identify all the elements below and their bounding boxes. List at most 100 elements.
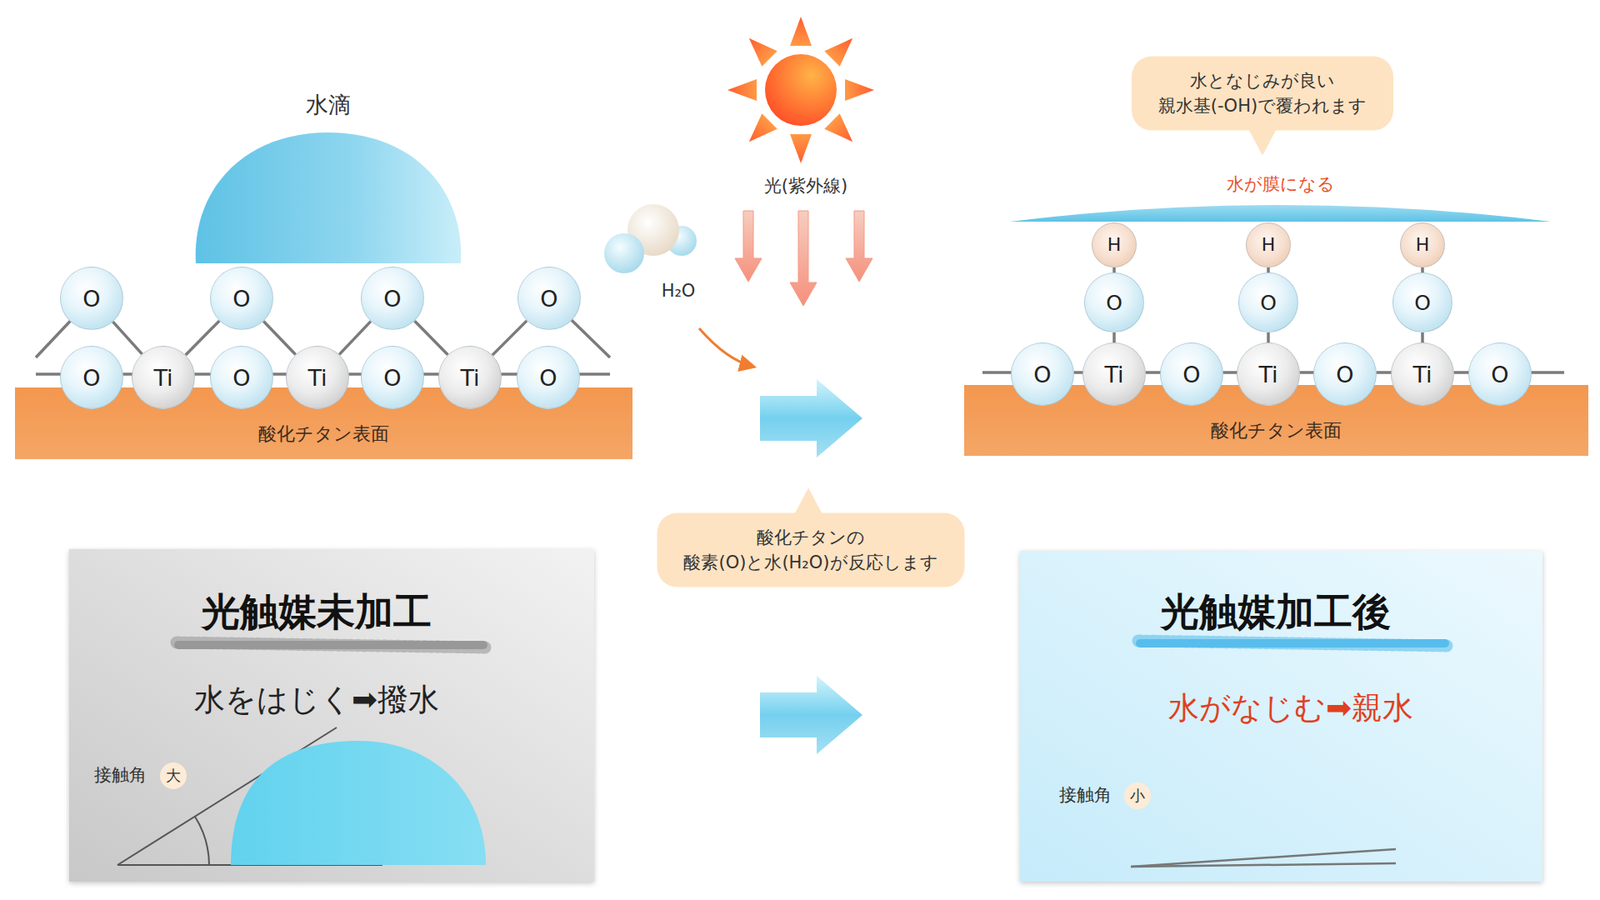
- bond-line: [1112, 332, 1116, 343]
- atom-symbol: O: [82, 287, 100, 310]
- panel-text: 接触角: [94, 764, 147, 787]
- panel-water-drop: [230, 740, 486, 865]
- atom-symbol: O: [383, 366, 401, 390]
- atom-symbol: O: [1105, 292, 1123, 314]
- drop-label: 水滴: [195, 90, 461, 120]
- sun-ray: [741, 113, 778, 150]
- water-drop-shape: [195, 132, 462, 264]
- atom-symbol: Ti: [1104, 363, 1124, 386]
- tangent-line: [1130, 849, 1396, 867]
- title-underline: [1138, 640, 1447, 646]
- atom-circle: O: [360, 266, 425, 330]
- bond-line: [415, 320, 449, 355]
- atom-symbol: O: [1033, 363, 1051, 386]
- atom-circle: H: [1400, 222, 1445, 268]
- atom-symbol: O: [232, 366, 250, 390]
- sun-ray: [790, 16, 812, 46]
- atom-symbol: H: [1415, 235, 1430, 255]
- atom-circle: Ti: [1236, 342, 1300, 406]
- atom-circle: Ti: [285, 345, 350, 410]
- uv-arrows: [735, 210, 873, 306]
- atom-circle: Ti: [438, 345, 502, 410]
- atom-symbol: O: [1182, 363, 1200, 386]
- hydrogen-sphere: [604, 233, 645, 274]
- callout-text: 酸化チタンの 酸素(O)と水(H₂O)が反応します: [682, 525, 940, 576]
- sun-ray: [741, 30, 778, 67]
- sun-ray: [790, 134, 812, 164]
- atom-circle: O: [517, 266, 581, 330]
- panel-text: 水をはじく➡撥水: [194, 680, 440, 720]
- atom-circle: O: [1313, 342, 1377, 406]
- atom-symbol: O: [539, 366, 557, 390]
- bond-line: [113, 321, 143, 355]
- atom-symbol: O: [1335, 363, 1354, 386]
- water-molecule: [604, 204, 697, 274]
- uv-arrow: [735, 210, 762, 282]
- title-underline: [176, 640, 1447, 648]
- bond-line: [1420, 332, 1425, 343]
- atom-symbol: Ti: [153, 366, 173, 390]
- surface-label: 酸化チタン表面: [1210, 419, 1342, 444]
- panel-text: 接触角: [1059, 784, 1112, 807]
- surface-label: 酸化チタン表面: [258, 422, 390, 447]
- bond-line: [185, 320, 220, 355]
- atom-symbol: O: [1260, 292, 1277, 314]
- bond-line: [492, 320, 527, 355]
- atom-circle: Ti: [1082, 342, 1146, 406]
- process-arrow: [760, 379, 863, 458]
- atom-symbol: O: [232, 287, 250, 310]
- panel-text: 光触媒加工後: [1160, 587, 1391, 638]
- atom-circle: H: [1245, 222, 1291, 268]
- atom-circle: Ti: [131, 345, 195, 410]
- panel-text: 光触媒未加工: [201, 587, 432, 638]
- sun-icon: [727, 16, 875, 164]
- atom-circle: Ti: [1390, 342, 1455, 406]
- atom-symbol: O: [1490, 363, 1509, 386]
- atom-symbol: O: [82, 366, 100, 390]
- bond-line: [1266, 332, 1270, 343]
- atom-circle: O: [1084, 272, 1145, 333]
- panel-text: 水がなじむ➡親水: [1168, 688, 1414, 729]
- film-label: 水が膜になる: [1010, 173, 1551, 196]
- uv-arrow: [790, 210, 817, 306]
- contact-angle-lines: [1130, 849, 1396, 867]
- size-badge: 大: [160, 762, 187, 790]
- result-panel: 大 光触媒未加工水をはじく➡撥水接触角: [69, 549, 595, 882]
- free-label: H₂O: [661, 280, 696, 301]
- reaction-arrow: [699, 328, 754, 367]
- badge-text: 大: [165, 768, 181, 784]
- atom-symbol: O: [383, 287, 401, 310]
- callout-text: 水となじみが良い 親水基(-OH)で覆われます: [1156, 68, 1369, 120]
- atom-circle: O: [210, 345, 274, 410]
- atom-symbol: Ti: [307, 366, 327, 390]
- free-label: 光(紫外線): [764, 174, 848, 198]
- atom-symbol: H: [1261, 235, 1276, 255]
- atom-circle: O: [516, 345, 580, 410]
- atom-circle: O: [1160, 342, 1224, 406]
- atom-circle: O: [60, 266, 124, 330]
- sun-core: [765, 54, 837, 126]
- sun-ray: [824, 113, 860, 150]
- water-drop: 水滴: [195, 90, 461, 120]
- process-arrow: [760, 675, 863, 755]
- atom-circle: O: [1468, 342, 1532, 406]
- title-underline: [176, 642, 485, 648]
- panel-ground: [69, 549, 595, 882]
- atom-circle: O: [210, 266, 274, 330]
- bond-line: [263, 320, 295, 355]
- atom-symbol: O: [540, 287, 558, 310]
- angle-arc: [195, 816, 210, 865]
- atom-circle: O: [60, 345, 124, 410]
- panel-ground: [1020, 550, 1543, 882]
- atom-symbol: Ti: [1412, 363, 1432, 386]
- uv-arrow: [845, 210, 873, 282]
- sun-ray: [727, 79, 757, 101]
- water-film: 水が膜になる: [1010, 173, 1551, 196]
- atom-circle: O: [1010, 342, 1075, 406]
- badge-text: 小: [1130, 788, 1145, 804]
- result-panel: 小 光触媒加工後水がなじむ➡親水接触角: [1020, 550, 1543, 882]
- base-line: [1130, 863, 1396, 867]
- bond-line: [339, 321, 371, 355]
- atom-symbol: Ti: [1258, 363, 1278, 386]
- sun-ray: [824, 30, 860, 67]
